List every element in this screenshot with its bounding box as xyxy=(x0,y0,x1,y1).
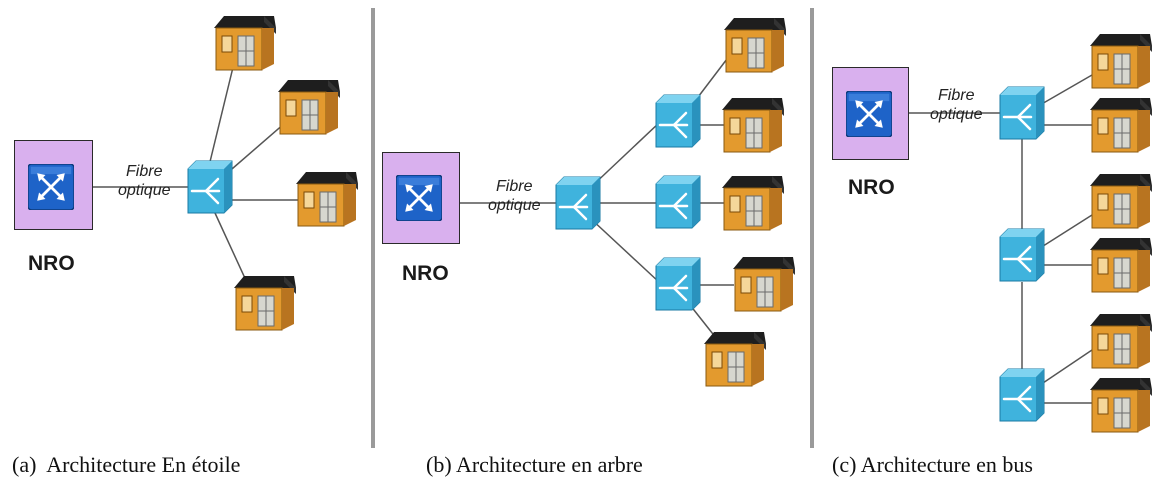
fibre-label-line2: optique xyxy=(118,182,171,199)
fibre-label-line1: Fibre xyxy=(938,87,975,104)
branch-link xyxy=(589,217,661,284)
splitter-icon xyxy=(998,85,1046,141)
fibre-optique-label: Fibre optique xyxy=(930,86,983,124)
drop-link xyxy=(207,54,237,171)
splitter-icon xyxy=(554,175,602,231)
house-icon xyxy=(1089,33,1153,89)
caption-bus: (c) Architecture en bus xyxy=(832,452,1033,477)
fibre-label-line2: optique xyxy=(488,197,541,214)
house-icon xyxy=(721,175,785,231)
house-icon xyxy=(721,97,785,153)
drop-link xyxy=(1039,74,1093,106)
house-icon xyxy=(1089,237,1153,293)
house-icon xyxy=(1089,377,1153,433)
panel-divider xyxy=(371,8,375,448)
house-icon xyxy=(1089,173,1153,229)
caption-tree: (b) Architecture en arbre xyxy=(426,452,643,477)
house-icon xyxy=(213,15,277,71)
drop-link xyxy=(1039,349,1093,386)
panel-divider xyxy=(810,8,814,448)
house-icon xyxy=(723,17,787,73)
drop-link xyxy=(1039,214,1093,249)
nro-label: NRO xyxy=(402,262,449,285)
fibre-optique-label: Fibre optique xyxy=(488,177,541,215)
splitter-icon xyxy=(654,93,702,149)
splitter-icon xyxy=(654,174,702,230)
panel-a-star-architecture xyxy=(65,54,318,301)
caption-star: (a) Architecture En étoile xyxy=(12,452,241,477)
house-icon xyxy=(732,256,796,312)
house-icon xyxy=(233,275,297,331)
house-icon xyxy=(703,331,767,387)
nro-label: NRO xyxy=(848,176,895,199)
branch-link xyxy=(589,121,661,189)
fibre-optique-label: Fibre optique xyxy=(118,162,171,200)
nro-switch-icon xyxy=(396,175,442,221)
nro-switch-icon xyxy=(846,91,892,137)
fibre-label-line2: optique xyxy=(930,106,983,123)
house-icon xyxy=(295,171,359,227)
house-icon xyxy=(1089,313,1153,369)
splitter-icon xyxy=(654,256,702,312)
house-icon xyxy=(1089,97,1153,153)
panel-c-bus-architecture xyxy=(890,74,1093,404)
fibre-label-line1: Fibre xyxy=(126,163,163,180)
splitter-icon xyxy=(998,367,1046,423)
nro-switch-icon xyxy=(28,164,74,210)
splitter-icon xyxy=(998,227,1046,283)
house-icon xyxy=(277,79,341,135)
fibre-label-line1: Fibre xyxy=(496,178,533,195)
nro-label: NRO xyxy=(28,252,75,275)
splitter-icon xyxy=(186,159,234,215)
